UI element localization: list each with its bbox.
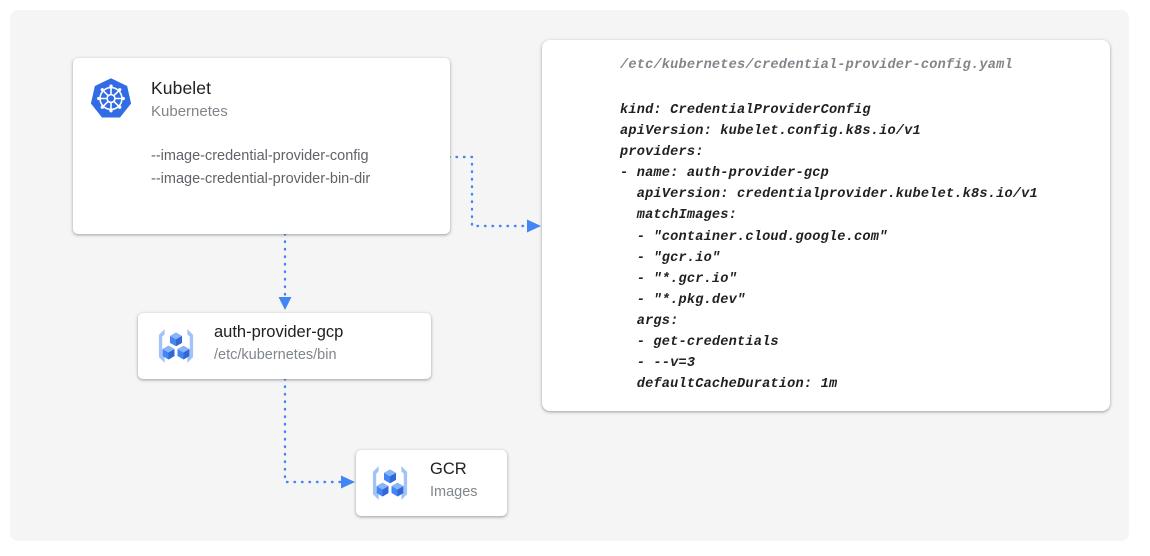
gcr-card-subtitle: Images bbox=[430, 484, 478, 500]
credential-provider-config-code-card[interactable]: /etc/kubernetes/credential-provider-conf… bbox=[542, 40, 1110, 411]
kubelet-flag-image-credential-provider-config: --image-credential-provider-config bbox=[151, 148, 369, 164]
kubernetes-helm-icon bbox=[87, 76, 135, 124]
container-registry-icon bbox=[152, 322, 200, 370]
gcr-card[interactable]: GCR Images bbox=[356, 450, 507, 516]
gcr-card-title: GCR bbox=[430, 460, 467, 478]
container-registry-icon bbox=[366, 459, 414, 507]
kubelet-card-title: Kubelet bbox=[151, 78, 212, 98]
kubelet-card-subtitle: Kubernetes bbox=[151, 103, 228, 120]
kubelet-card[interactable]: Kubelet Kubernetes --image-credential-pr… bbox=[73, 58, 450, 234]
kubelet-flag-image-credential-provider-bin-dir: --image-credential-provider-bin-dir bbox=[151, 171, 371, 187]
auth-provider-gcp-title: auth-provider-gcp bbox=[214, 323, 344, 341]
auth-provider-gcp-card[interactable]: auth-provider-gcp /etc/kubernetes/bin bbox=[138, 313, 431, 379]
auth-provider-gcp-subtitle: /etc/kubernetes/bin bbox=[214, 347, 337, 363]
config-yaml-content: kind: CredentialProviderConfig apiVersio… bbox=[620, 103, 1038, 393]
config-file-path-label: /etc/kubernetes/credential-provider-conf… bbox=[620, 58, 1013, 73]
